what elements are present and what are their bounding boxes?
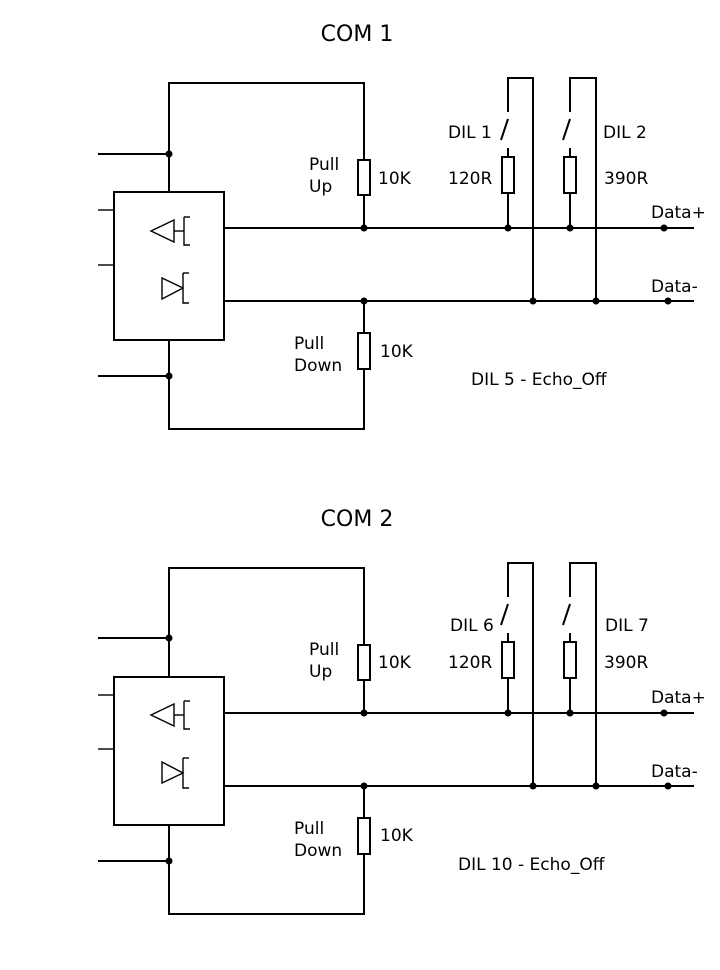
pull-down-label-line2: Down	[294, 356, 342, 376]
data-minus-label: Data-	[651, 277, 698, 297]
supply-rail	[168, 567, 365, 677]
resistor-a-value: 120R	[448, 169, 492, 189]
junction-dot	[592, 782, 600, 790]
resistor-b-value: 390R	[604, 653, 648, 673]
supply-rail	[168, 82, 365, 192]
pull-up-resistor	[357, 159, 371, 196]
junction-dot	[360, 224, 368, 232]
termination-resistor-b	[563, 156, 577, 194]
switch-b-loop	[569, 77, 597, 301]
junction-dot	[360, 709, 368, 717]
data-minus-terminal	[664, 297, 672, 305]
pull-down-value: 10K	[380, 826, 414, 846]
data-minus-terminal	[664, 782, 672, 790]
junction-dot	[566, 224, 574, 232]
termination-resistor-a	[501, 641, 515, 679]
junction-dot	[529, 297, 537, 305]
pull-up-label-line2: Up	[309, 177, 332, 197]
junction-dot	[592, 297, 600, 305]
junction-dot	[504, 709, 512, 717]
driver-symbol-icon	[149, 216, 190, 246]
switch-b-contact	[562, 603, 571, 626]
junction-dot	[165, 857, 173, 865]
pull-up-label-line1: Pull	[309, 640, 339, 660]
pull-down-resistor	[357, 817, 371, 855]
resistor-b-value: 390R	[604, 169, 648, 189]
switch-a-contact	[500, 118, 509, 141]
switch-a-loop	[507, 562, 534, 786]
data-plus-terminal	[660, 224, 668, 232]
switch-a-label: DIL 6	[450, 616, 494, 636]
junction-dot	[504, 224, 512, 232]
switch-b-contact	[562, 118, 571, 141]
switch-a-loop	[507, 77, 534, 301]
pull-up-label-line1: Pull	[309, 155, 339, 175]
pull-up-resistor	[357, 644, 371, 681]
termination-resistor-a	[501, 156, 515, 194]
receiver-symbol-icon	[161, 757, 189, 789]
circuit-title: COM 2	[321, 507, 394, 532]
switch-b-label: DIL 7	[605, 616, 649, 636]
transceiver-chip	[113, 676, 225, 826]
data-plus-label: Data+	[651, 203, 706, 223]
driver-symbol-icon	[149, 700, 190, 730]
termination-resistor-b	[563, 641, 577, 679]
circuit-com2: COM 2 Pull Up 10K	[98, 507, 706, 915]
pull-up-value: 10K	[378, 653, 412, 673]
switch-a-contact	[500, 603, 509, 626]
ground-rail	[168, 340, 365, 430]
echo-off-label: DIL 10 - Echo_Off	[458, 855, 606, 875]
pull-down-resistor	[357, 332, 371, 370]
junction-dot	[360, 297, 368, 305]
pull-down-label-line1: Pull	[294, 819, 324, 839]
switch-b-loop	[569, 562, 597, 786]
echo-off-label: DIL 5 - Echo_Off	[471, 370, 608, 390]
pull-down-label-line1: Pull	[294, 334, 324, 354]
junction-dot	[529, 782, 537, 790]
switch-a-label: DIL 1	[448, 123, 492, 143]
circuit-title: COM 1	[321, 22, 394, 47]
circuit-com1: COM 1 Pull	[98, 22, 706, 430]
pull-up-label-line2: Up	[309, 662, 332, 682]
pull-down-label-line2: Down	[294, 841, 342, 861]
data-plus-label: Data+	[651, 688, 706, 708]
pull-down-value: 10K	[380, 342, 414, 362]
data-minus-label: Data-	[651, 762, 698, 782]
resistor-a-value: 120R	[448, 653, 492, 673]
junction-dot	[165, 372, 173, 380]
data-plus-terminal	[660, 709, 668, 717]
transceiver-chip	[113, 191, 225, 341]
junction-dot	[165, 634, 173, 642]
pull-up-value: 10K	[378, 169, 412, 189]
receiver-symbol-icon	[161, 272, 189, 304]
junction-dot	[360, 782, 368, 790]
switch-b-label: DIL 2	[603, 123, 647, 143]
ground-rail	[168, 825, 365, 915]
junction-dot	[566, 709, 574, 717]
junction-dot	[165, 150, 173, 158]
